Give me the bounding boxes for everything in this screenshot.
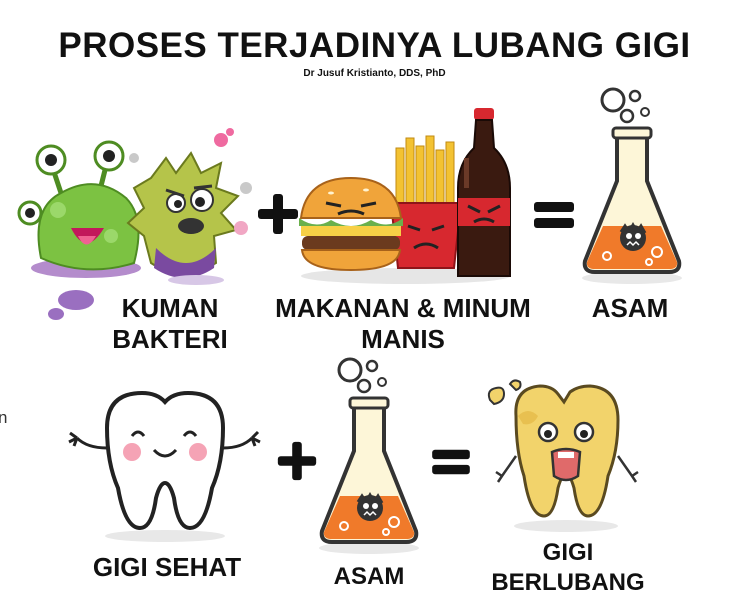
decayed-tooth-icon: [487, 379, 639, 532]
plus-icon: [277, 441, 317, 481]
edge-fragment: n: [0, 408, 8, 427]
page-title: PROSES TERJADINYA LUBANG GIGI: [58, 26, 691, 65]
cola-bottle-icon: [457, 108, 511, 277]
healthy-tooth-label: GIGI SEHAT: [92, 552, 242, 582]
plus-icon: [258, 194, 298, 234]
cavity-tooth-label: GIGI BERLUBANG: [491, 539, 645, 596]
acid-label-row1: ASAM: [591, 293, 669, 323]
bacteria-monster-icon: [17, 128, 252, 320]
acid-flask-icon: [319, 357, 419, 554]
healthy-tooth-icon: [68, 390, 261, 542]
bacteria-label: KUMAN BAKTERI: [112, 293, 228, 354]
sweet-food-drink-icon: [299, 108, 511, 284]
sweet-food-label: MAKANAN & MINUM MANIS: [275, 293, 531, 354]
equals-icon: [534, 202, 574, 228]
equals-icon: [432, 449, 470, 475]
fries-icon: [389, 135, 463, 269]
burger-icon: [299, 176, 403, 272]
acid-label-row2: ASAM: [333, 563, 405, 590]
acid-flask-icon: [582, 87, 682, 284]
author-credit: Dr Jusuf Kristianto, DDS, PhD: [303, 68, 446, 79]
